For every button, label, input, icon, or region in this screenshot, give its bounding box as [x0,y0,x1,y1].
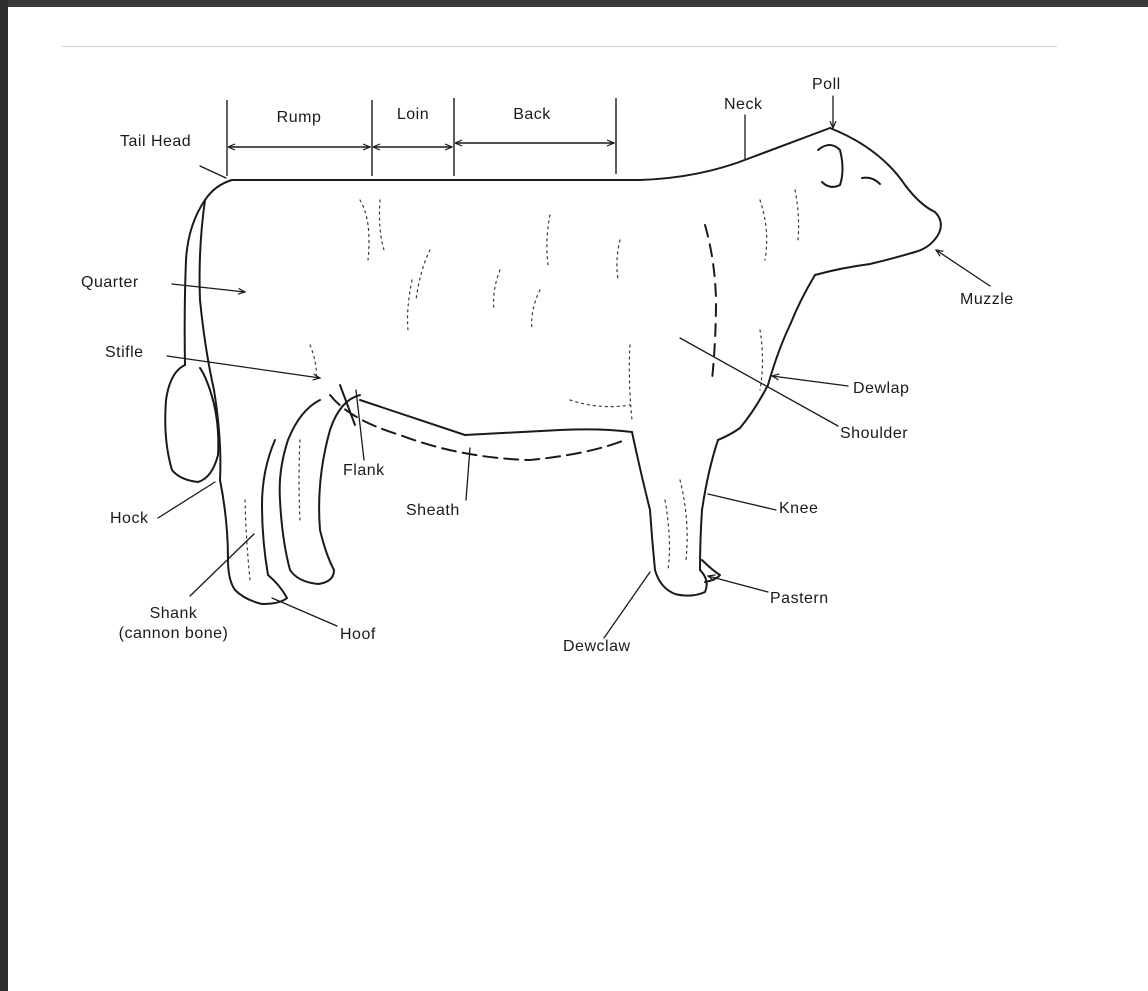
label-tail-head: Tail Head [120,133,191,151]
knee-leader [708,494,776,510]
label-flank: Flank [343,462,385,480]
label-rump: Rump [258,109,340,127]
cow-outline [165,128,941,604]
sheath-leader [466,448,470,500]
pastern-leader [708,576,768,592]
hoof-leader [272,598,337,626]
label-back: Back [495,106,569,124]
label-dewclaw: Dewclaw [563,638,631,656]
stifle-leader [167,356,320,378]
label-pastern: Pastern [770,590,829,608]
label-knee: Knee [779,500,818,518]
tail-head-leader [200,166,226,178]
muzzle-leader [936,250,990,286]
label-stifle: Stifle [105,344,144,362]
dewlap-leader [772,376,848,386]
label-shoulder: Shoulder [840,425,908,443]
label-shank: Shank [106,605,241,623]
label-hock: Hock [110,510,148,528]
label-cannon-bone: (cannon bone) [106,625,241,643]
label-poll: Poll [812,76,841,94]
label-muzzle: Muzzle [960,291,1014,309]
label-quarter: Quarter [81,274,139,292]
label-dewlap: Dewlap [853,380,909,398]
quarter-leader [172,284,245,292]
label-hoof: Hoof [340,626,376,644]
label-sheath: Sheath [406,502,460,520]
hock-leader [158,482,215,518]
cow-shading [245,190,799,580]
dewclaw-leader [604,572,650,638]
shank-leader [190,534,254,596]
label-neck: Neck [724,96,762,114]
label-loin: Loin [380,106,446,124]
